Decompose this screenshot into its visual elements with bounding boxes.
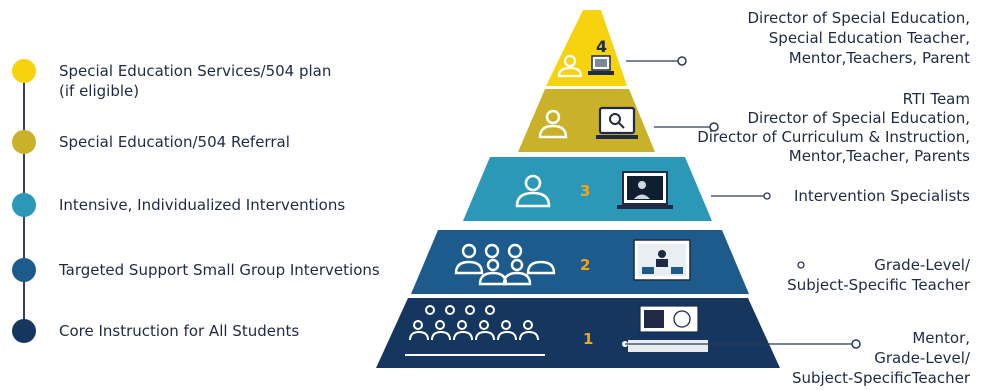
tier-intensive-people: Intervention Specialists [793, 187, 970, 205]
legend-label: Special Education Services/504 plan(if e… [59, 62, 332, 100]
legend-label: Targeted Support Small Group Intervetion… [59, 261, 380, 279]
legend-label: Intensive, Individualized Interventions [59, 196, 346, 214]
tier-1-people: Mentor, Grade-Level/ Subject-SpecificTea… [791, 329, 970, 387]
person-icon [515, 174, 551, 208]
tier-number: 1 [583, 330, 593, 348]
tier-1-connector [622, 339, 861, 349]
tier-number: 2 [580, 256, 590, 274]
tier-referral-people: RTI Team Director of Special Education, … [697, 90, 970, 165]
classroom-screen-icon [633, 239, 691, 281]
legend-dot [12, 193, 36, 217]
tier-intensive-connector [711, 192, 771, 200]
tier-referral-connector [654, 122, 719, 132]
legend-dot [12, 59, 36, 83]
person-icon [557, 54, 583, 78]
search-screen-icon [596, 106, 638, 139]
tier-4-people: Director of Special Education, Special E… [747, 9, 970, 67]
legend-label: Special Education/504 Referral [59, 133, 290, 151]
legend-dot [12, 319, 36, 343]
group-icon [454, 243, 556, 286]
legend-dot [12, 258, 36, 282]
tier-number: 3 [580, 182, 590, 200]
tier-4-connector [626, 56, 687, 66]
classroom-group-icon [405, 305, 545, 356]
tier-2-connector [797, 261, 805, 269]
legend-label: Core Instruction for All Students [59, 322, 300, 340]
student-at-computer-icon [588, 55, 614, 75]
tier-number: 4 [596, 37, 607, 56]
tier-2-people: Grade-Level/ Subject-Specific Teacher [787, 256, 970, 294]
video-lesson-icon [617, 171, 673, 209]
math-science-icon [628, 305, 708, 352]
legend-dot [12, 130, 36, 154]
person-icon [538, 109, 568, 139]
